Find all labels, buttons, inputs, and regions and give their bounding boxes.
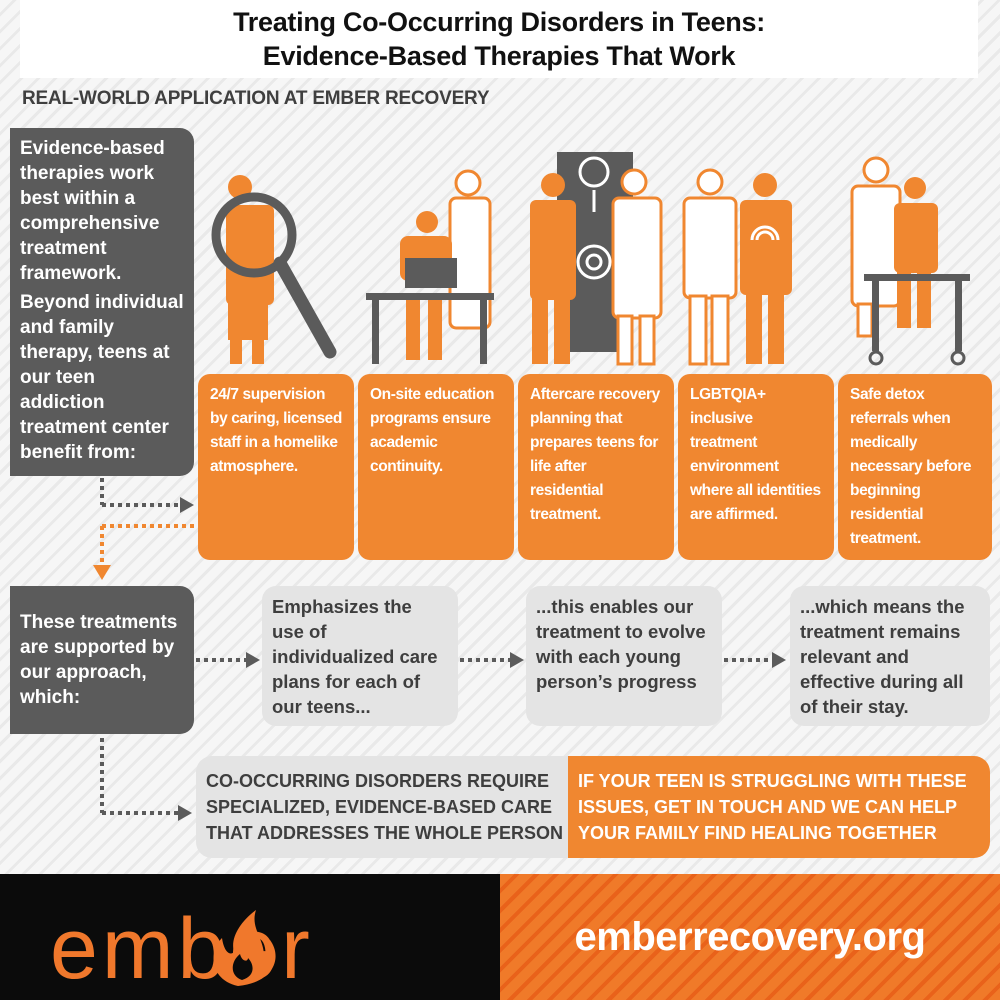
- approach-step-text: ...this enables our treatment to evolve …: [536, 596, 706, 692]
- feature-text: LGBTQIA+ inclusive treatment environment…: [690, 386, 821, 523]
- medical-detox-icon: [850, 156, 970, 366]
- magnifier-person-icon: [211, 175, 337, 364]
- feature-text: 24/7 supervision by caring, licensed sta…: [210, 386, 342, 475]
- feature-text: Safe detox referrals when medically nece…: [850, 386, 972, 547]
- intro-panel: Evidence-based therapies work best withi…: [10, 128, 194, 476]
- connector-arrows: [93, 478, 786, 821]
- approach-step-1: Emphasizes the use of individualized car…: [262, 586, 458, 726]
- key-message-text: CO-OCCURRING DISORDERS REQUIRE SPECIALIZ…: [206, 771, 564, 843]
- ember-logo: ember: [50, 900, 390, 997]
- flame-icon: [213, 910, 276, 986]
- feature-card-aftercare: Aftercare recovery planning that prepare…: [518, 374, 674, 560]
- approach-step-3: ...which means the treatment remains rel…: [790, 586, 990, 726]
- key-message-callout: CO-OCCURRING DISORDERS REQUIRE SPECIALIZ…: [196, 756, 586, 858]
- feature-card-lgbtqia: LGBTQIA+ inclusive treatment environment…: [678, 374, 834, 560]
- inclusive-support-icon: [682, 168, 792, 366]
- page-title-line-2: Evidence-Based Therapies That Work: [262, 41, 736, 71]
- student-laptop-icon: [366, 169, 494, 364]
- feature-text: On-site education programs ensure academ…: [370, 386, 495, 475]
- page-title-line-1: Treating Co-Occurring Disorders in Teens…: [233, 7, 765, 37]
- intro-paragraph-1: Evidence-based therapies work best withi…: [20, 138, 165, 284]
- call-to-action-callout: IF YOUR TEEN IS STRUGGLING WITH THESE IS…: [568, 756, 990, 858]
- feature-card-supervision: 24/7 supervision by caring, licensed sta…: [198, 374, 354, 560]
- goal-planning-icon: [530, 152, 663, 366]
- approach-step-2: ...this enables our treatment to evolve …: [526, 586, 722, 726]
- feature-card-detox: Safe detox referrals when medically nece…: [838, 374, 992, 560]
- website-link[interactable]: emberrecovery.org: [574, 914, 926, 959]
- call-to-action-text: IF YOUR TEEN IS STRUGGLING WITH THESE IS…: [578, 771, 967, 843]
- title-banner: Treating Co-Occurring Disorders in Teens…: [20, 0, 978, 78]
- approach-step-text: Emphasizes the use of individualized car…: [272, 596, 438, 717]
- section-subheading: REAL-WORLD APPLICATION AT EMBER RECOVERY: [22, 88, 490, 109]
- logo-wordmark: ember: [50, 901, 314, 997]
- logo-mark: ember: [50, 901, 310, 997]
- approach-step-text: ...which means the treatment remains rel…: [800, 596, 965, 717]
- approach-label: These treatments are supported by our ap…: [20, 612, 178, 708]
- footer-website-panel[interactable]: emberrecovery.org: [500, 874, 1000, 1000]
- intro-paragraph-2: Beyond individual and family therapy, te…: [20, 292, 184, 463]
- flame-core-icon: [232, 954, 253, 980]
- feature-card-education: On-site education programs ensure academ…: [358, 374, 514, 560]
- feature-text: Aftercare recovery planning that prepare…: [530, 386, 660, 523]
- approach-panel: These treatments are supported by our ap…: [10, 586, 194, 734]
